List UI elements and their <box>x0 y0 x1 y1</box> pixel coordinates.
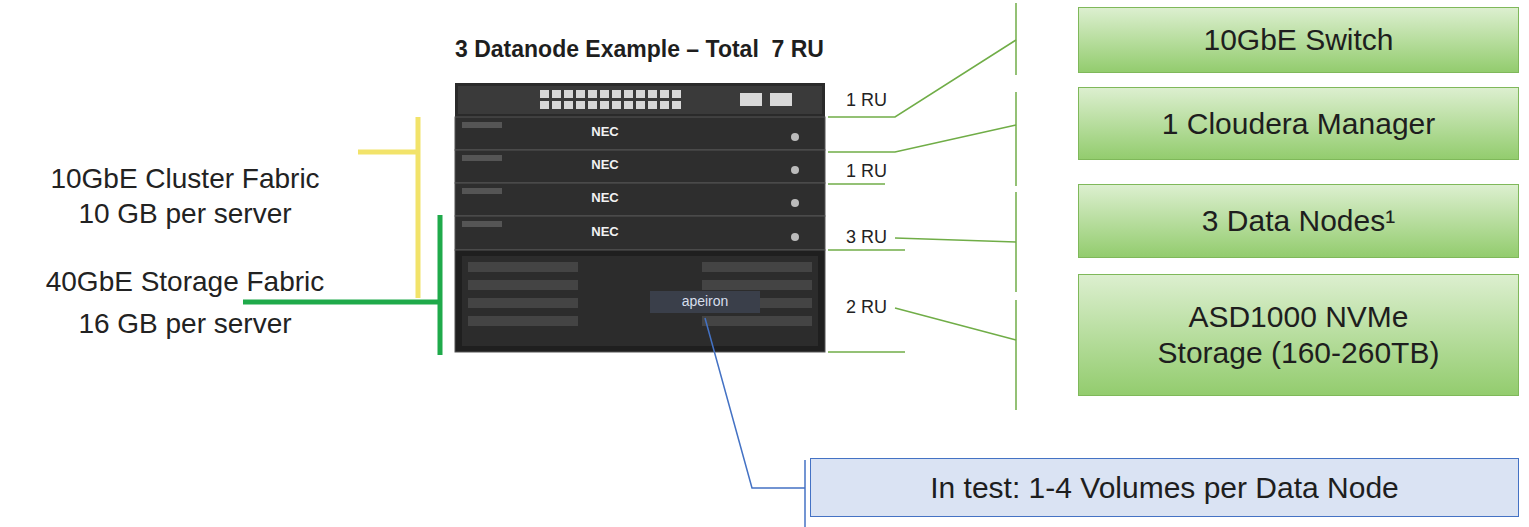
vendor-logo: apeiron <box>650 293 760 309</box>
box-text: 10GbE Switch <box>1203 22 1393 58</box>
fabric-label: 16 GB per server <box>15 308 355 340</box>
fabric-label: 10 GB per server <box>15 198 355 230</box>
leader-lines <box>828 3 1016 410</box>
fabric-label: 10GbE Cluster Fabric <box>15 163 355 195</box>
rack-unit-label: 1 RU <box>846 90 887 111</box>
storage-bracket <box>243 300 440 305</box>
storage-array <box>455 250 825 352</box>
rack-unit-label: 2 RU <box>846 297 887 318</box>
note-box: In test: 1-4 Volumes per Data Node <box>810 458 1519 517</box>
cluster-bracket <box>416 117 421 298</box>
vendor-logo: NEC <box>575 125 635 140</box>
device-box: 10GbE Switch <box>1078 7 1519 73</box>
cluster-bracket <box>358 150 418 155</box>
box-text: 3 Data Nodes¹ <box>1202 203 1395 239</box>
box-text: ASD1000 NVMe Storage (160-260TB) <box>1139 299 1459 371</box>
switch-chassis <box>455 83 825 117</box>
storage-bracket <box>438 215 443 355</box>
rack-unit-label: 1 RU <box>846 161 887 182</box>
box-text: 1 Cloudera Manager <box>1162 106 1436 142</box>
fabric-label: 40GbE Storage Fabric <box>15 266 355 298</box>
device-box: 1 Cloudera Manager <box>1078 87 1519 160</box>
device-box: ASD1000 NVMe Storage (160-260TB) <box>1078 274 1519 396</box>
vendor-logo: NEC <box>575 158 635 173</box>
device-box: 3 Data Nodes¹ <box>1078 184 1519 258</box>
servers <box>455 117 825 250</box>
box-text: In test: 1-4 Volumes per Data Node <box>930 470 1399 506</box>
switch-front <box>458 86 822 114</box>
vendor-logo: NEC <box>575 225 635 240</box>
blue-leader <box>705 318 805 527</box>
vendor-logo: NEC <box>575 191 635 206</box>
rack-unit-label: 3 RU <box>846 227 887 248</box>
switch-ports <box>540 90 792 109</box>
diagram-title: 3 Datanode Example – Total 7 RU <box>455 36 824 62</box>
